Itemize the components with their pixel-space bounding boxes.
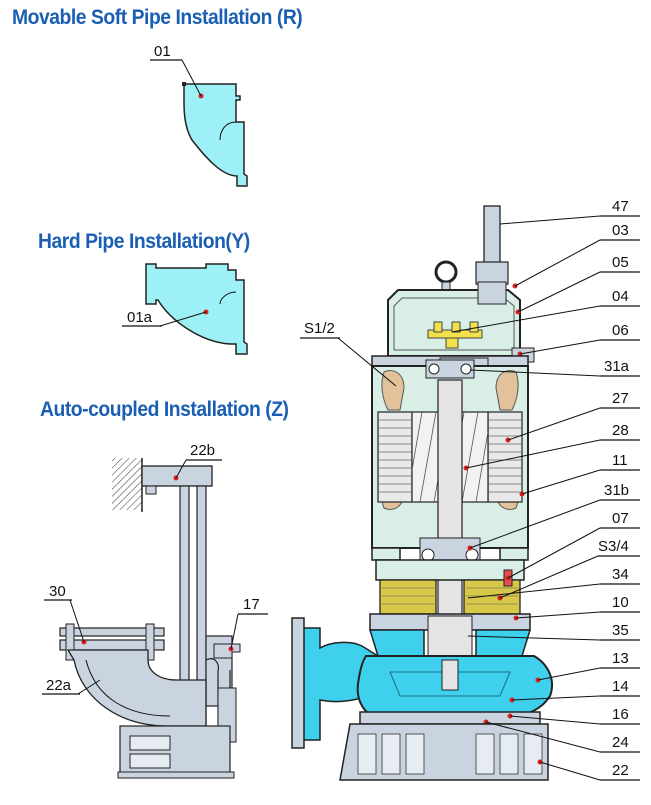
label-07: 07 <box>612 510 629 527</box>
label-16: 16 <box>612 706 629 723</box>
label-01a: 01a <box>127 309 153 326</box>
label-31a: 31a <box>604 358 630 375</box>
label-47: 47 <box>612 198 629 215</box>
leader-30 <box>69 599 85 643</box>
label-14: 14 <box>612 678 629 695</box>
leader-S12 <box>337 337 397 387</box>
label-22a: 22a <box>46 677 72 694</box>
leader-22b <box>175 459 187 479</box>
leader-22 <box>539 761 601 781</box>
leader-28 <box>465 439 601 469</box>
label-17: 17 <box>243 596 260 613</box>
label-06: 06 <box>612 322 629 339</box>
label-S34: S3/4 <box>598 538 629 555</box>
leader-01 <box>181 59 202 97</box>
label-05: 05 <box>612 254 629 271</box>
title-hard-pipe: Hard Pipe Installation(Y) <box>38 230 250 253</box>
leader-S34 <box>499 555 599 599</box>
leader-01a <box>159 311 207 327</box>
label-28: 28 <box>612 422 629 439</box>
label-30: 30 <box>49 583 66 600</box>
label-24: 24 <box>612 734 629 751</box>
label-03: 03 <box>612 222 629 239</box>
leader-13 <box>537 667 601 681</box>
label-27: 27 <box>612 390 629 407</box>
leader-04 <box>451 305 601 333</box>
leader-06 <box>519 339 601 355</box>
leader-14 <box>511 695 601 701</box>
title-movable-soft-pipe: Movable Soft Pipe Installation (R) <box>12 6 303 29</box>
elbow-01a <box>145 263 248 355</box>
label-35: 35 <box>612 622 629 639</box>
label-34: 34 <box>612 566 629 583</box>
label-01: 01 <box>154 43 171 60</box>
elbow-01 <box>182 82 248 187</box>
label-10: 10 <box>612 594 629 611</box>
leader-11 <box>521 469 601 495</box>
label-11: 11 <box>612 452 628 469</box>
pump-section <box>291 205 553 781</box>
leader-22a <box>77 679 101 695</box>
leader-07 <box>507 527 601 579</box>
leader-24 <box>485 721 601 753</box>
leader-31a <box>469 369 601 377</box>
leader-16 <box>509 715 601 725</box>
leader-35 <box>467 635 601 641</box>
leader-27 <box>507 407 601 441</box>
leader-17 <box>230 613 239 650</box>
leader-31b <box>469 499 601 549</box>
title-auto-coupled: Auto-coupled Installation (Z) <box>40 398 289 421</box>
label-04: 04 <box>612 288 629 305</box>
label-13: 13 <box>612 650 629 667</box>
label-22: 22 <box>612 762 629 779</box>
label-22b: 22b <box>190 442 215 459</box>
leader-10 <box>515 611 601 619</box>
label-31b: 31b <box>604 482 629 499</box>
auto-coupled-assembly <box>59 458 241 779</box>
leader-03 <box>514 239 601 287</box>
leader-34 <box>467 583 601 599</box>
leader-05 <box>517 271 601 313</box>
label-S12: S1/2 <box>304 320 335 337</box>
leader-47 <box>499 215 601 225</box>
